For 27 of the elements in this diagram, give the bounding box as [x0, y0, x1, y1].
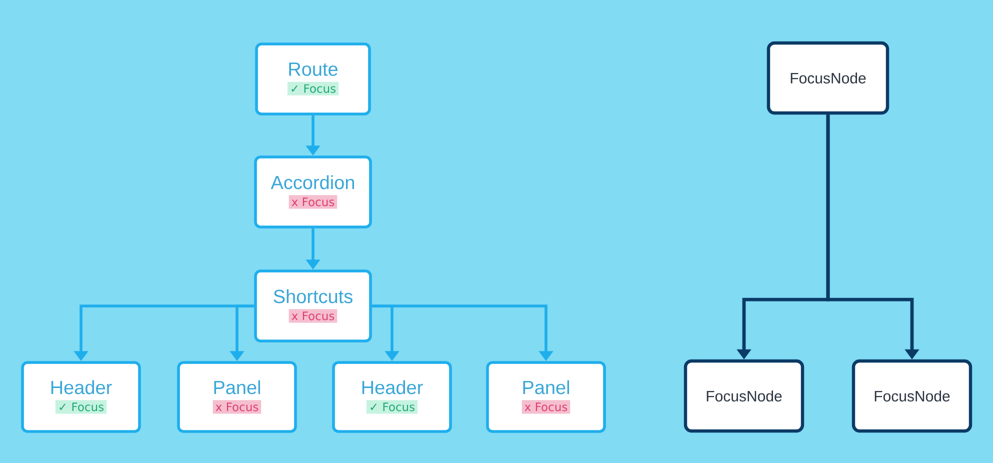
node-title: Header [51, 380, 112, 394]
node-box [254, 270, 372, 342]
node-title: Route [289, 62, 338, 76]
node-title: Shortcuts [274, 289, 352, 304]
node-title: Panel [214, 380, 260, 394]
node-title: FocusNode [790, 72, 866, 84]
node-box [255, 42, 371, 116]
node-box [21, 361, 141, 433]
node-title: Header [362, 380, 423, 394]
node-box [486, 361, 606, 433]
focus-badge: x Focus [522, 400, 570, 414]
focus-badge: x Focus [288, 309, 338, 323]
node-box [852, 359, 972, 433]
node-box [684, 359, 804, 433]
node-box [766, 41, 890, 115]
focus-badge: ✓ Focus [55, 400, 107, 414]
focus-badge: ✓ Focus [287, 82, 339, 96]
node-title: Accordion [270, 175, 354, 190]
node-box [332, 361, 452, 433]
node-title: Panel [523, 380, 570, 394]
node-title: FocusNode [706, 390, 782, 402]
focus-badge: x Focus [212, 400, 262, 414]
node-box [177, 361, 297, 433]
node-title: FocusNode [874, 390, 950, 402]
node-box [254, 156, 372, 228]
focus-badge: ✓ Focus [366, 400, 418, 414]
focus-badge: x Focus [288, 195, 338, 209]
